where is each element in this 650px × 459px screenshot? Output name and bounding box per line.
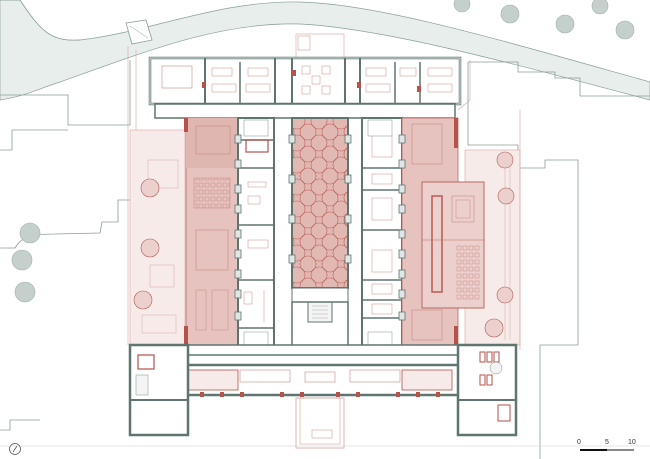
bridge	[125, 19, 153, 45]
scale-label-10: 10	[628, 439, 636, 446]
trees-red	[133, 151, 515, 338]
north-corridor	[154, 103, 456, 119]
west-rooms	[237, 117, 275, 351]
southwest-block	[128, 343, 190, 437]
trees-grey	[11, 0, 635, 303]
stairs	[243, 119, 393, 349]
landscape-lines	[127, 46, 521, 350]
southeast-block	[456, 343, 518, 437]
compass-icon	[9, 443, 21, 455]
east-rooms	[361, 117, 403, 351]
west-wing-highlight	[184, 117, 239, 351]
scale-label-0: 0	[577, 439, 581, 446]
piers	[234, 134, 406, 321]
south-entrance-ramp	[295, 397, 345, 449]
north-wing	[148, 56, 462, 106]
auditorium	[421, 181, 485, 309]
landscape-west	[129, 129, 186, 346]
scale-label-5: 5	[605, 439, 609, 446]
central-courtyard	[291, 117, 349, 351]
scale-bar	[580, 449, 634, 451]
